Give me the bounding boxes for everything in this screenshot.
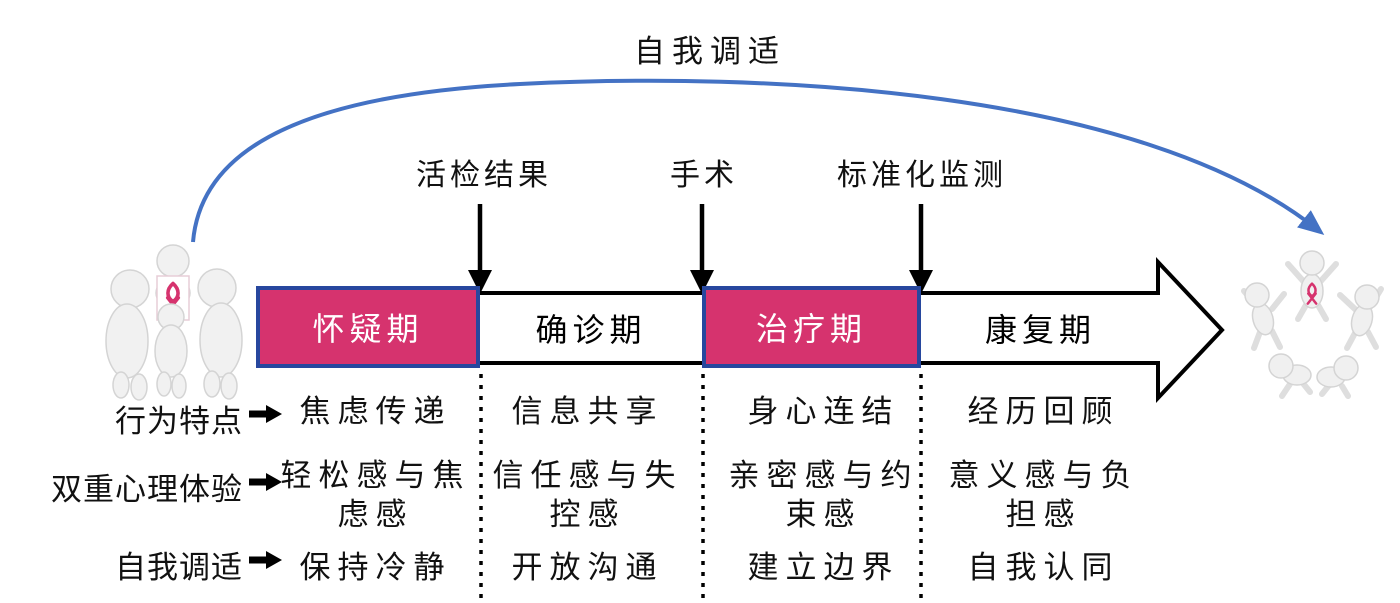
cell-treatment-behavior: 身心连结 (747, 394, 900, 429)
cell-recovery-experience: 意义感与负担感 (948, 458, 1139, 532)
phase-diagnosis: 确诊期 (535, 312, 647, 348)
row-label-self-adjustment: 自我调适 (115, 550, 243, 585)
milestone-label-biopsy: 活检结果 (416, 159, 552, 192)
row-arrow-icon (249, 405, 282, 423)
self-adjustment-arc-arrow (191, 78, 1325, 243)
cell-suspicion-behavior: 焦虑传递 (299, 394, 452, 429)
phase-treatment: 治疗期 (702, 286, 921, 368)
column-separators (479, 374, 923, 603)
phase-recovery: 康复期 (984, 312, 1096, 348)
cell-diagnosis-experience: 信任感与失控感 (492, 458, 683, 532)
row-arrow-icon (249, 551, 282, 569)
row-arrow-icon (249, 473, 282, 491)
row-label-behavior: 行为特点 (115, 404, 243, 439)
cell-diagnosis-behavior: 信息共享 (511, 394, 664, 429)
row-label-dual-experience: 双重心理体验 (51, 472, 243, 507)
cell-diagnosis-adjustment: 开放沟通 (511, 550, 664, 585)
cell-suspicion-adjustment: 保持冷静 (299, 550, 452, 585)
diagram-title: 自我调适 (634, 34, 786, 69)
patient-family-huddle-illustration (105, 244, 243, 401)
milestone-label-surgery: 手术 (670, 159, 738, 192)
cell-treatment-experience: 亲密感与约束感 (728, 458, 919, 532)
cell-treatment-adjustment: 建立边界 (747, 550, 900, 585)
celebrating-group-illustration (1241, 250, 1384, 399)
cell-recovery-behavior: 经历回顾 (967, 394, 1120, 429)
cell-suspicion-experience: 轻松感与焦虑感 (280, 458, 471, 532)
phase-suspicion: 怀疑期 (256, 286, 480, 368)
cell-recovery-adjustment: 自我认同 (967, 550, 1120, 585)
milestone-arrows (468, 204, 933, 294)
milestone-label-monitoring: 标准化监测 (837, 159, 1007, 192)
